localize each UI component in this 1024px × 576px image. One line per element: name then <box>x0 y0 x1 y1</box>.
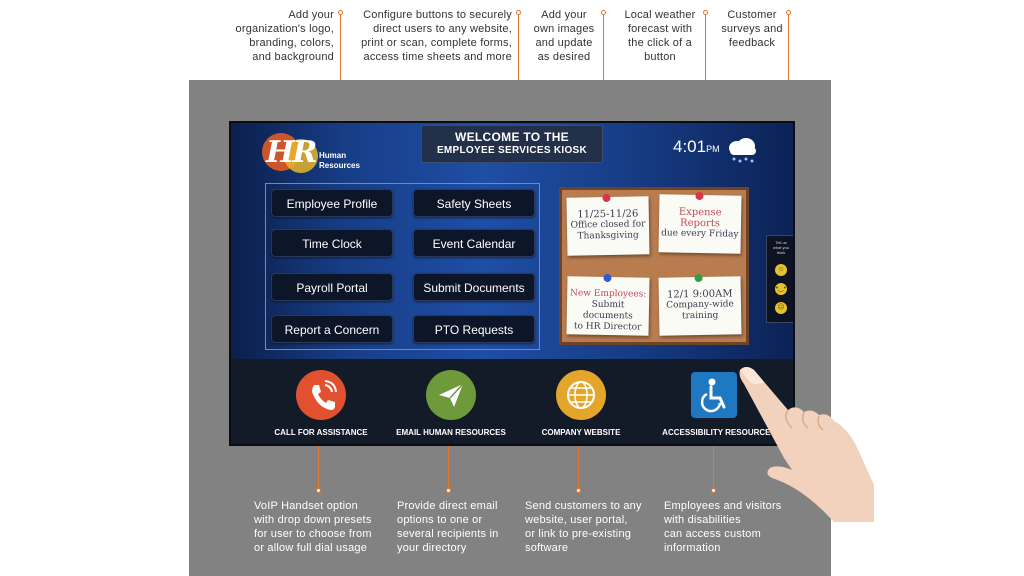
leader-dot <box>338 10 343 15</box>
leader-dot <box>446 488 451 493</box>
pointing-hand-image <box>738 362 898 522</box>
leader-dot <box>516 10 521 15</box>
leader-dot <box>703 10 708 15</box>
wheelchair-icon[interactable] <box>691 372 737 418</box>
welcome-banner: WELCOME TO THE EMPLOYEE SERVICES KIOSK <box>421 125 603 163</box>
globe-icon[interactable] <box>556 370 606 420</box>
leader-dot <box>601 10 606 15</box>
sad-face-icon[interactable]: ☹ <box>775 302 787 314</box>
phone-icon[interactable] <box>296 370 346 420</box>
leader-line <box>318 446 319 490</box>
paper-plane-icon[interactable] <box>426 370 476 420</box>
payroll-portal-button[interactable]: Payroll Portal <box>271 273 393 301</box>
kiosk-button-panel: Employee Profile Safety Sheets Time Cloc… <box>265 183 540 350</box>
neutral-face-icon[interactable]: •‿• <box>775 283 787 295</box>
leader-line <box>705 15 706 139</box>
leader-dot <box>711 488 716 493</box>
leader-line <box>448 446 449 490</box>
leader-dot <box>786 10 791 15</box>
event-calendar-button[interactable]: Event Calendar <box>413 229 535 257</box>
time-clock-button[interactable]: Time Clock <box>271 229 393 257</box>
hr-logo: HR <box>262 129 322 173</box>
company-website-label[interactable]: COMPANY WEBSITE <box>541 428 621 437</box>
happy-face-icon[interactable]: ☺ <box>775 264 787 276</box>
leader-dot <box>576 488 581 493</box>
email-hr-label[interactable]: EMAIL HUMAN RESOURCES <box>396 428 506 437</box>
leader-dot <box>316 488 321 493</box>
safety-sheets-button[interactable]: Safety Sheets <box>413 189 535 217</box>
leader-line <box>713 446 714 490</box>
call-assistance-label[interactable]: CALL FOR ASSISTANCE <box>274 428 368 437</box>
employee-profile-button[interactable]: Employee Profile <box>271 189 393 217</box>
rain-cloud-icon[interactable] <box>725 137 759 165</box>
clock: 4:01PM <box>673 137 720 156</box>
report-concern-button[interactable]: Report a Concern <box>271 315 393 343</box>
submit-documents-button[interactable]: Submit Documents <box>413 273 535 301</box>
leader-line <box>578 446 579 490</box>
pto-requests-button[interactable]: PTO Requests <box>413 315 535 343</box>
accessibility-label[interactable]: ACCESSIBILITY RESOURCES <box>662 428 776 437</box>
